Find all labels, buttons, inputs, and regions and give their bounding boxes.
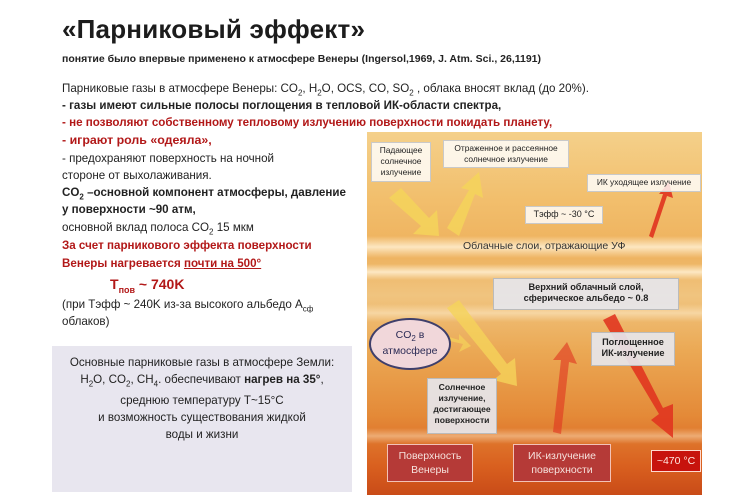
subscript: 2	[317, 88, 322, 98]
text-span: . обеспечивают	[158, 373, 245, 386]
earth-text: Основные парниковые газы в атмосфере Зем…	[58, 354, 346, 443]
venus-gases-line: Парниковые газы в атмосфере Венеры: CO2,…	[62, 82, 589, 97]
text-span: CO	[395, 329, 412, 341]
earth-line: Основные парниковые газы в атмосфере Зем…	[69, 356, 335, 369]
box-text: ИК уходящее излучение	[596, 177, 692, 187]
incoming-solar-label: Падающее солнечное излучение	[371, 142, 431, 182]
text-span: H	[80, 373, 89, 386]
text-span: CO	[62, 186, 80, 199]
bullet-night-side-1: - предохраняют поверхность на ночной	[62, 152, 274, 165]
text-span: O, OCS, CO, SO	[321, 82, 410, 95]
cloud-haze	[367, 264, 702, 280]
text-span: ~ 740K	[135, 276, 185, 292]
absorbed-ir-label: Поглощенное ИК-излучение	[591, 332, 675, 366]
subscript: 2	[126, 379, 131, 389]
text-span: Венеры нагревается	[62, 257, 184, 270]
solar-surface-arrow	[447, 300, 517, 386]
subscript: 2	[411, 334, 416, 344]
box-text: излучение,	[438, 393, 486, 403]
subscript: 2	[79, 192, 84, 202]
ir-outgoing-label: ИК уходящее излучение	[587, 174, 701, 192]
box-text: поверхности	[531, 464, 593, 476]
earth-line: и возможность существования жидкой	[98, 411, 306, 425]
venus-atmosphere-diagram: Падающее солнечное излучение Отраженное …	[367, 132, 702, 495]
box-text: ИК-излучение	[528, 450, 596, 462]
text-span: –основной компонент атмосферы, давление	[83, 186, 346, 199]
bullet-night-side-2: стороне от выхолаживания.	[62, 169, 212, 182]
solar-surface-label: Солнечное излучение, достигающее поверхн…	[427, 378, 497, 434]
box-text: ИК-излучение	[601, 348, 665, 358]
text-span: 15 мкм	[213, 221, 254, 234]
text-span: ,	[320, 373, 324, 386]
co2-band: основной вклад полоса CO2 15 мкм	[62, 221, 254, 236]
upper-cloud-label: Верхний облачный слой, сферическое альбе…	[493, 278, 679, 310]
box-text: Венеры	[411, 464, 449, 476]
surface-temperature-label: ~470 °C	[651, 450, 701, 472]
text-span: , CH	[130, 373, 154, 386]
text-span: O, CO	[93, 373, 127, 386]
subscript: пов	[118, 284, 136, 295]
co2-main-component: CO2 –основной компонент атмосферы, давле…	[62, 186, 346, 201]
greenhouse-heating-2: Венеры нагревается почти на 500°	[62, 257, 261, 270]
surface-pressure: у поверхности ~90 атм,	[62, 203, 196, 216]
subscript: 2	[409, 88, 414, 98]
box-text: Поглощенное	[602, 337, 664, 347]
text-span: основной вклад полоса CO	[62, 221, 210, 234]
text-span: в	[415, 329, 425, 341]
cloud-haze	[367, 236, 702, 258]
text-span: , H	[302, 82, 318, 95]
bullet-absorption: - газы имеют сильные полосы поглощения в…	[62, 99, 502, 112]
ir-outgoing-arrow	[649, 182, 673, 238]
box-text: Падающее солнечное излучение	[379, 145, 423, 177]
page-subtitle: понятие было впервые применено к атмосфе…	[62, 53, 542, 65]
page-title: «Парниковый эффект»	[62, 14, 366, 44]
earth-line: среднюю температуру T~15°C	[120, 394, 284, 408]
incoming-solar-arrow	[389, 188, 439, 236]
box-text: Отраженное и рассеянное солнечное излуче…	[454, 143, 558, 164]
text-span: Парниковые газы в атмосфере Венеры: CO	[62, 82, 298, 95]
box-text: Верхний облачный слой,	[528, 282, 644, 292]
box-text: Поверхность	[398, 450, 462, 462]
text-span: , облака вносят вклад (до 20%).	[413, 82, 589, 95]
text-span: (при Tэфф ~ 240K из-за высокого альбедо …	[62, 298, 303, 311]
earth-panel: Основные парниковые газы в атмосфере Зем…	[52, 346, 352, 492]
bullet-blanket: - играют роль «одеяла»,	[62, 133, 212, 147]
box-text: Солнечное	[438, 382, 486, 392]
ir-surface-arrow	[553, 342, 577, 434]
surface-ir-label: ИК-излучение поверхности	[513, 444, 611, 482]
teff-label: Тэфф ~ -30 °C	[525, 206, 603, 224]
text-span: T	[110, 276, 119, 292]
uv-cloud-layers-label: Облачные слои, отражающие УФ	[463, 240, 626, 252]
box-text: поверхности	[434, 415, 490, 425]
reflected-solar-arrow	[447, 172, 483, 236]
box-text: Тэфф ~ -30 °C	[533, 209, 595, 219]
earth-line: воды и жизни	[165, 428, 239, 442]
subscript: 2	[297, 88, 303, 98]
underlined-text: почти на 500°	[183, 257, 262, 270]
greenhouse-heating-1: За счет парникового эффекта поверхности	[62, 239, 312, 252]
subscript: сф	[302, 304, 314, 314]
earth-gases-line: H2O, CO2, CH4. обеспечивают нагрев на 35…	[58, 371, 346, 392]
albedo-note-2: облаков)	[62, 315, 110, 328]
surface-temperature: Tпов ~ 740K	[110, 276, 184, 295]
box-text: ~470 °C	[656, 455, 696, 467]
subscript: 2	[88, 379, 94, 389]
box-text: достигающее	[433, 404, 491, 414]
box-text: сферическое альбедо ~ 0.8	[523, 293, 649, 303]
co2-atmosphere-ellipse: CO2 в атмосфере	[369, 318, 451, 370]
venus-surface-label: Поверхность Венеры	[387, 444, 473, 482]
bullet-no-escape: - не позволяют собственному тепловому из…	[62, 116, 553, 129]
albedo-note-1: (при Tэфф ~ 240K из-за высокого альбедо …	[62, 298, 313, 313]
subscript: 4	[153, 379, 159, 389]
ellipse-text: CO2 в атмосфере	[371, 329, 449, 358]
bold-text: нагрев на 35°	[244, 373, 321, 386]
reflected-solar-label: Отраженное и рассеянное солнечное излуче…	[443, 140, 569, 168]
subscript: 2	[209, 227, 214, 237]
text-span: атмосфере	[382, 345, 438, 358]
